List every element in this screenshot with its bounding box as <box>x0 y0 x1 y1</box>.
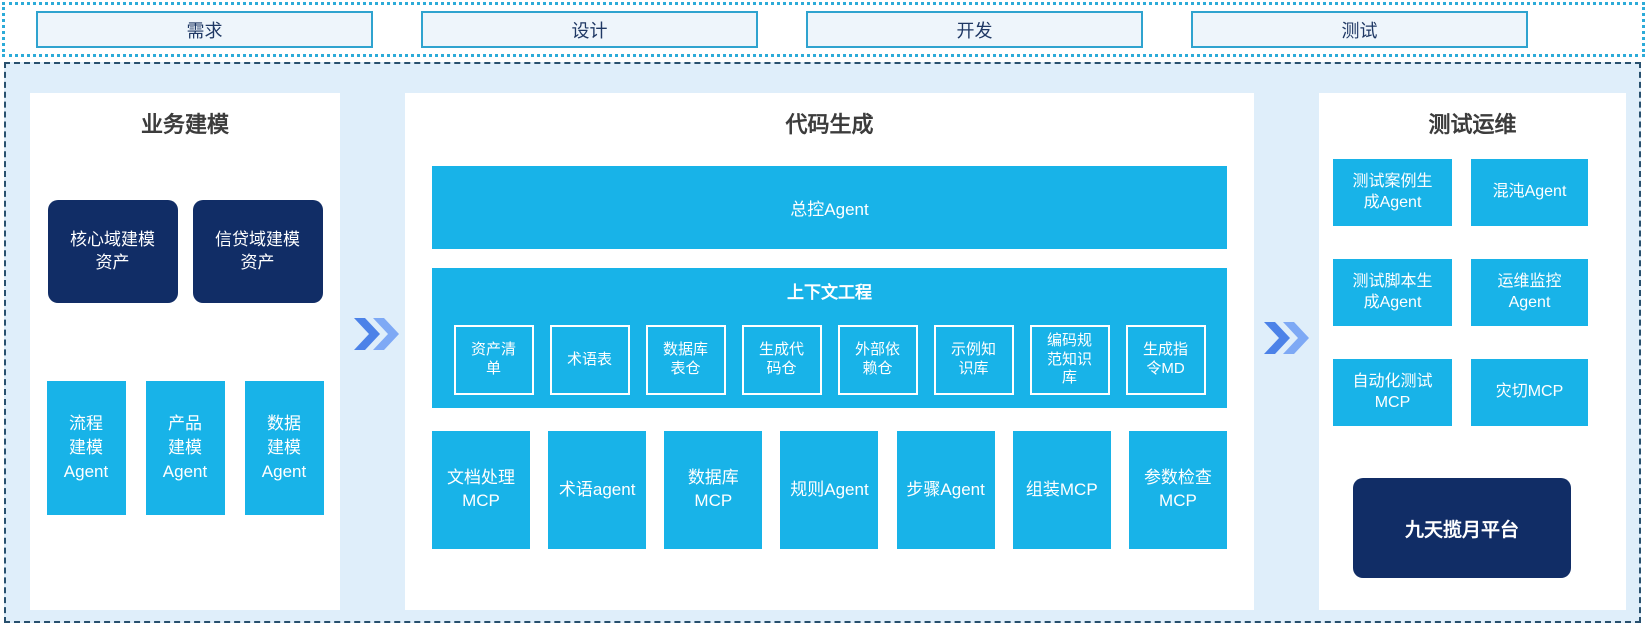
node-param-check-mcp: 参数检查 MCP <box>1128 431 1227 549</box>
context-item-example-knowledge-base: 示例知 识库 <box>933 325 1014 395</box>
node-data-modeling-agent: 数据 建模 Agent <box>244 381 324 515</box>
modeling-agents-row: 流程 建模 Agent 产品 建模 Agent 数据 建模 Agent <box>30 381 340 515</box>
context-item-generated-code-repo: 生成代 码仓 <box>741 325 822 395</box>
node-assembly-mcp: 组装MCP <box>1012 431 1111 549</box>
node-credit-domain-modeling-assets: 信贷域建模 资产 <box>192 200 323 303</box>
phase-box-development: 开发 <box>806 11 1143 48</box>
node-rules-agent: 规则Agent <box>780 431 879 549</box>
node-process-modeling-agent: 流程 建模 Agent <box>46 381 126 515</box>
node-automated-testing-mcp: 自动化测试 MCP <box>1333 359 1452 426</box>
node-jiutian-lanyue-platform: 九天揽月平台 <box>1353 478 1571 578</box>
node-core-domain-modeling-assets: 核心域建模 资产 <box>47 200 178 303</box>
modeling-assets-row: 核心域建模 资产 信贷域建模 资产 <box>30 200 340 303</box>
double-chevron-right-icon <box>354 318 399 350</box>
node-test-script-generation-agent: 测试脚本生 成Agent <box>1333 259 1452 326</box>
test-ops-title: 测试运维 <box>1428 112 1517 137</box>
phase-strip: 需求 设计 开发 测试 <box>2 2 1645 57</box>
code-generation-title: 代码生成 <box>785 112 874 137</box>
phase-box-design: 设计 <box>421 11 758 48</box>
context-items-row: 资产清 单 术语表 数据库 表仓 生成代 码仓 外部依 赖仓 示例知 识库 编码… <box>432 325 1227 395</box>
code-generation-panel: 代码生成 总控Agent 上下文工程 资产清 单 术语表 数据库 表仓 生成代 … <box>405 93 1254 610</box>
test-ops-panel: 测试运维 测试案例生 成Agent 混沌Agent 测试脚本生 成Agent 运… <box>1319 93 1626 610</box>
code-generation-tools-row: 文档处理 MCP 术语agent 数据库 MCP 规则Agent 步骤Agent… <box>432 431 1227 549</box>
business-modeling-panel: 业务建模 核心域建模 资产 信贷域建模 资产 流程 建模 Agent 产品 建模… <box>30 93 340 610</box>
node-master-control-agent: 总控Agent <box>432 166 1227 249</box>
node-steps-agent: 步骤Agent <box>896 431 995 549</box>
context-item-asset-inventory: 资产清 单 <box>453 325 534 395</box>
context-engineering-box: 上下文工程 资产清 单 术语表 数据库 表仓 生成代 码仓 外部依 赖仓 示例知… <box>432 268 1227 408</box>
phase-box-requirements: 需求 <box>36 11 373 48</box>
double-chevron-right-icon <box>1264 322 1309 354</box>
node-ops-monitoring-agent: 运维监控 Agent <box>1471 259 1588 326</box>
context-item-glossary: 术语表 <box>549 325 630 395</box>
business-modeling-title: 业务建模 <box>140 112 229 137</box>
test-ops-grid: 测试案例生 成Agent 混沌Agent 测试脚本生 成Agent 运维监控 A… <box>1333 159 1588 426</box>
node-database-mcp: 数据库 MCP <box>664 431 763 549</box>
node-product-modeling-agent: 产品 建模 Agent <box>145 381 225 515</box>
context-item-generation-instructions-md: 生成指 令MD <box>1125 325 1206 395</box>
context-engineering-title: 上下文工程 <box>787 283 872 302</box>
node-disaster-switch-mcp: 灾切MCP <box>1471 359 1588 426</box>
context-item-db-table-repo: 数据库 表仓 <box>645 325 726 395</box>
node-doc-processing-mcp: 文档处理 MCP <box>432 431 530 549</box>
main-area: 业务建模 核心域建模 资产 信贷域建模 资产 流程 建模 Agent 产品 建模… <box>4 62 1641 623</box>
context-item-external-deps-repo: 外部依 赖仓 <box>837 325 918 395</box>
node-chaos-agent: 混沌Agent <box>1471 159 1588 226</box>
node-test-case-generation-agent: 测试案例生 成Agent <box>1333 159 1452 226</box>
phase-box-testing: 测试 <box>1191 11 1528 48</box>
context-item-coding-standards-knowledge-base: 编码规 范知识 库 <box>1029 325 1110 395</box>
node-glossary-agent: 术语agent <box>548 431 647 549</box>
